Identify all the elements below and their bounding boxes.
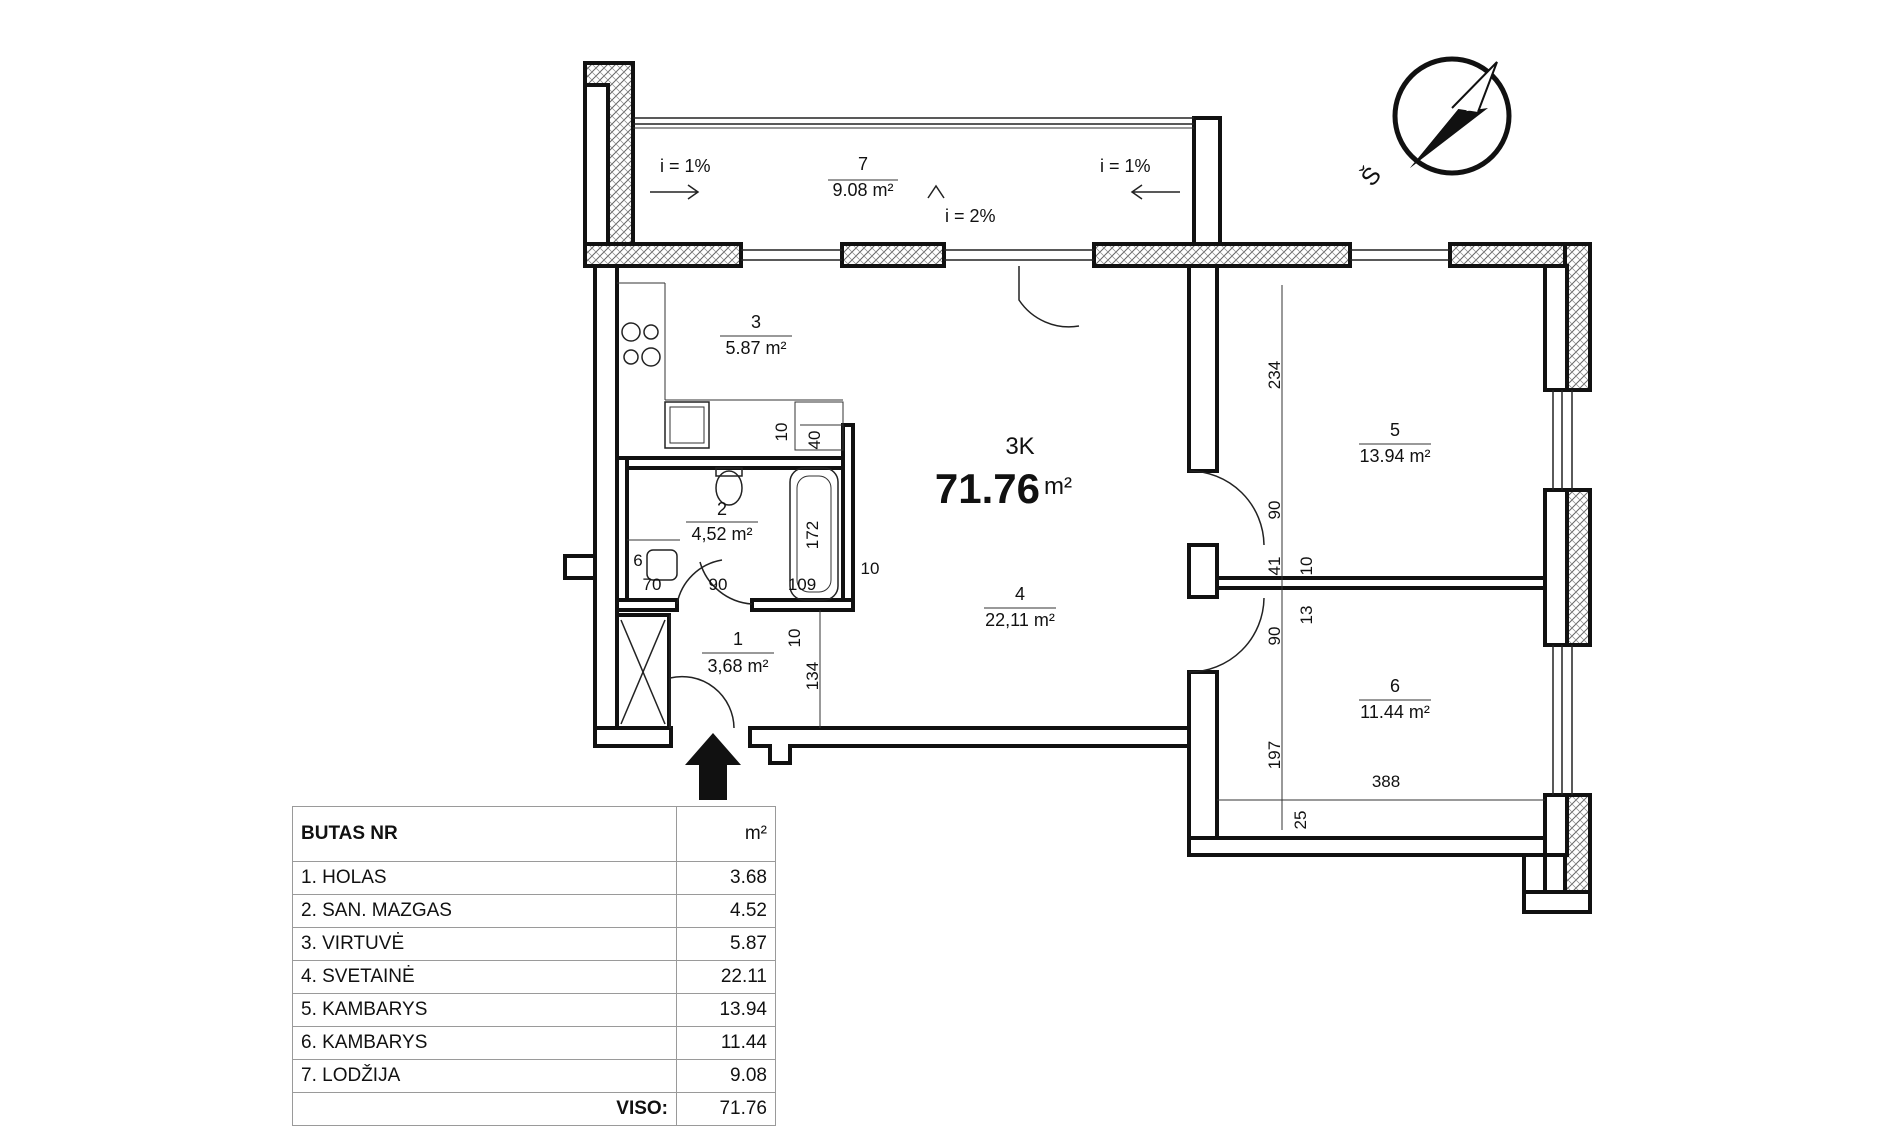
- dim-388: 388: [1372, 772, 1400, 791]
- room-7-number: 7: [858, 154, 868, 174]
- interior-walls: [615, 264, 1547, 840]
- room-5-area: 13.94 m²: [1359, 446, 1430, 466]
- loggia-right-wall: [1192, 116, 1222, 248]
- bathtub: [789, 467, 839, 601]
- dim-25: 25: [1291, 811, 1310, 830]
- apartment-code: 3K: [1005, 433, 1034, 460]
- dim-172: 172: [803, 521, 822, 549]
- slope-right: i = 1%: [1100, 156, 1151, 176]
- table-total-value: 71.76: [676, 1092, 776, 1126]
- table-row-value: 22.11: [676, 960, 776, 994]
- table-row-name: 4. SVETAINĖ: [292, 960, 677, 994]
- room-labels: 7 9.08 m² i = 1% i = 1% i = 2% 3 5.87 m²…: [660, 154, 1431, 722]
- table-total-label: VISO:: [292, 1092, 677, 1126]
- dim-70: 70: [643, 575, 662, 594]
- stove-burner: [643, 324, 659, 340]
- table-header-unit: m²: [676, 806, 776, 862]
- room-2-area: 4,52 m²: [691, 524, 752, 544]
- table-row-value: 4.52: [676, 894, 776, 928]
- room-1-area: 3,68 m²: [707, 656, 768, 676]
- room-5-number: 5: [1390, 420, 1400, 440]
- dim-40: 40: [805, 431, 824, 450]
- table-header-row: BUTAS NR m²: [292, 806, 776, 862]
- room-2-number: 2: [717, 499, 727, 519]
- doors: [669, 266, 1265, 729]
- apartment-area: 71.76: [935, 465, 1040, 512]
- room-4-area: 22,11 m²: [985, 610, 1055, 630]
- dim-109: 109: [788, 575, 816, 594]
- dim-10-right: 10: [1297, 557, 1316, 576]
- apartment-area-unit: m²: [1044, 473, 1072, 500]
- room-7-area: 9.08 m²: [832, 180, 893, 200]
- slope-arrow-center: [927, 184, 945, 199]
- dim-134: 134: [803, 662, 822, 690]
- dim-197: 197: [1265, 741, 1284, 769]
- table-row-name: 1. HOLAS: [292, 861, 677, 895]
- dim-41: 41: [1265, 557, 1284, 576]
- stove-burner: [641, 347, 661, 367]
- slope-arrow-left: [650, 184, 700, 200]
- exterior-walls: [563, 242, 1592, 914]
- dim-90-top: 90: [1265, 501, 1284, 520]
- table-row: 2. SAN. MAZGAS 4.52: [292, 894, 776, 928]
- fixtures: [617, 282, 844, 601]
- kitchen-sink: [664, 401, 710, 449]
- area-table: BUTAS NR m² 1. HOLAS 3.68 2. SAN. MAZGAS…: [292, 806, 776, 1126]
- north-arrow-icon: [1392, 56, 1512, 176]
- loggia-left-wall-inner: [583, 83, 610, 248]
- room-6-number: 6: [1390, 676, 1400, 696]
- table-row: 6. KAMBARYS 11.44: [292, 1026, 776, 1060]
- table-row-value: 5.87: [676, 927, 776, 961]
- table-row-value: 11.44: [676, 1026, 776, 1060]
- dim-10-kitchen: 10: [772, 423, 791, 442]
- loggia: [583, 61, 1222, 248]
- slope-center: i = 2%: [945, 206, 996, 226]
- dim-6: 6: [633, 551, 642, 570]
- table-row-value: 9.08: [676, 1059, 776, 1093]
- dim-234: 234: [1265, 361, 1284, 389]
- room-4-number: 4: [1015, 584, 1025, 604]
- table-header-name: BUTAS NR: [292, 806, 677, 862]
- slope-left: i = 1%: [660, 156, 711, 176]
- slope-arrow-right: [1130, 184, 1180, 200]
- table-total-row: VISO: 71.76: [292, 1092, 776, 1126]
- dim-10-bath: 10: [861, 559, 880, 578]
- table-row: 7. LODŽIJA 9.08: [292, 1059, 776, 1093]
- table-row: 3. VIRTUVĖ 5.87: [292, 927, 776, 961]
- room-3-number: 3: [751, 312, 761, 332]
- table-row-value: 3.68: [676, 861, 776, 895]
- room-3-area: 5.87 m²: [725, 338, 786, 358]
- entrance-arrow-icon: [685, 733, 741, 800]
- table-row-value: 13.94: [676, 993, 776, 1027]
- compass-letter: Š: [1355, 161, 1387, 191]
- washbasin: [646, 549, 678, 581]
- room-6-area: 11.44 m²: [1360, 702, 1430, 722]
- dimension-lines: [800, 285, 1545, 830]
- table-row: 4. SVETAINĖ 22.11: [292, 960, 776, 994]
- stove-burner: [621, 322, 641, 342]
- table-row: 1. HOLAS 3.68: [292, 861, 776, 895]
- dim-10-hall: 10: [785, 629, 804, 648]
- table-row-name: 6. KAMBARYS: [292, 1026, 677, 1060]
- dim-90-bottom: 90: [1265, 627, 1284, 646]
- dim-90-hall: 90: [709, 575, 728, 594]
- stove-burner: [623, 349, 639, 365]
- dimension-labels: 234 90 41 10 13 90 197 388 25 10 40 172 …: [633, 361, 1400, 830]
- toilet: [715, 470, 743, 506]
- table-row-name: 2. SAN. MAZGAS: [292, 894, 677, 928]
- dim-13: 13: [1297, 606, 1316, 625]
- table-row-name: 3. VIRTUVĖ: [292, 927, 677, 961]
- table-row-name: 7. LODŽIJA: [292, 1059, 677, 1093]
- table-row: 5. KAMBARYS 13.94: [292, 993, 776, 1027]
- table-row-name: 5. KAMBARYS: [292, 993, 677, 1027]
- room-1-number: 1: [733, 629, 743, 649]
